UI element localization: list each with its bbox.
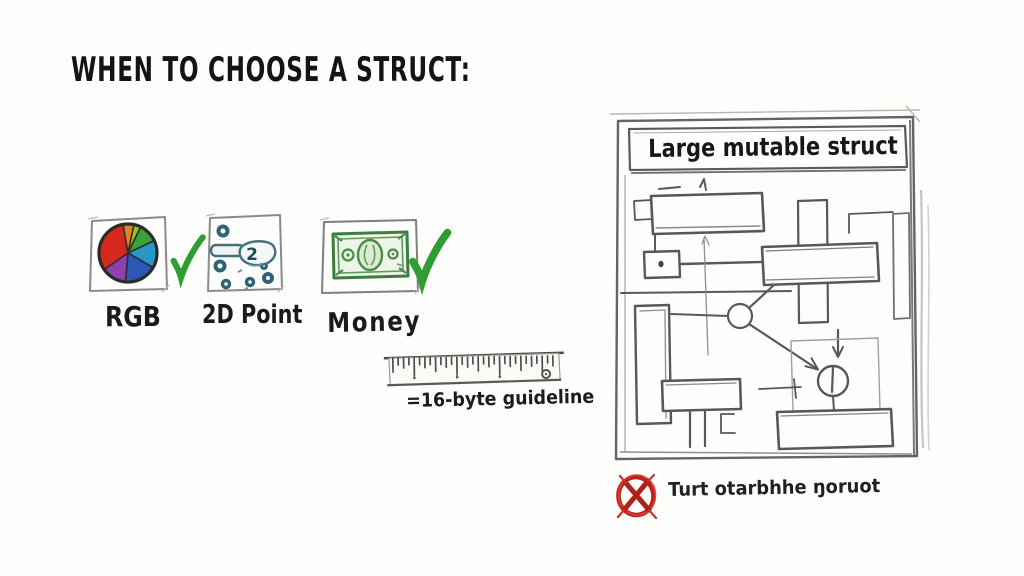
ruler-icon xyxy=(383,351,564,387)
example-money-label: Money xyxy=(327,306,422,339)
panel-title: Large mutable struct xyxy=(648,130,898,163)
checkmark-icon xyxy=(409,228,452,296)
scatter-points-icon: 2 xyxy=(205,213,285,293)
color-wheel-icon xyxy=(87,216,170,293)
example-2d-point: 2 xyxy=(204,210,286,296)
struct-maze-diagram xyxy=(609,105,930,461)
example-rgb-label: RGB xyxy=(104,300,161,333)
page-title: WHEN TO CHOOSE A STRUCT: xyxy=(71,50,471,90)
checkmark-icon xyxy=(170,234,206,289)
point-badge: 2 xyxy=(246,245,258,265)
guideline-label: =16-byte guideline xyxy=(406,385,595,412)
example-2d-point-label: 2D Point xyxy=(202,300,303,330)
example-money xyxy=(319,215,421,297)
banknote-icon xyxy=(319,217,421,295)
bad-example-caption: Turt otarbhhe ŋoruot xyxy=(668,475,881,501)
example-rgb xyxy=(85,212,171,296)
crossed-circle-icon xyxy=(616,473,658,520)
